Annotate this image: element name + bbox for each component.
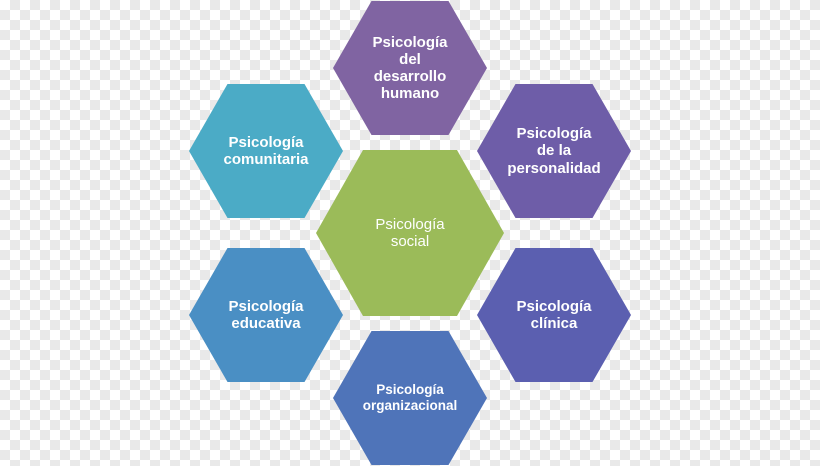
hex-label-organizacional: Psicología organizacional [362,382,458,413]
hex-label-personalidad: Psicología de la personalidad [507,125,601,177]
hex-label-clinica: Psicología clínica [516,297,592,332]
hex-label-comunitaria: Psicología comunitaria [223,133,309,168]
hex-psicologia-desarrollo-humano: Psicología del desarrollo humano [333,1,487,135]
hex-psicologia-clinica: Psicología clínica [477,248,631,382]
hex-label-educativa: Psicología educativa [228,297,304,332]
hex-psicologia-social: Psicología social [316,150,504,316]
hex-label-social: Psicología social [375,215,445,250]
hex-psicologia-educativa: Psicología educativa [189,248,343,382]
hex-psicologia-organizacional: Psicología organizacional [333,331,487,465]
hex-psicologia-personalidad: Psicología de la personalidad [477,84,631,218]
hex-psicologia-comunitaria: Psicología comunitaria [189,84,343,218]
hex-label-desarrollo: Psicología del desarrollo humano [372,33,448,103]
